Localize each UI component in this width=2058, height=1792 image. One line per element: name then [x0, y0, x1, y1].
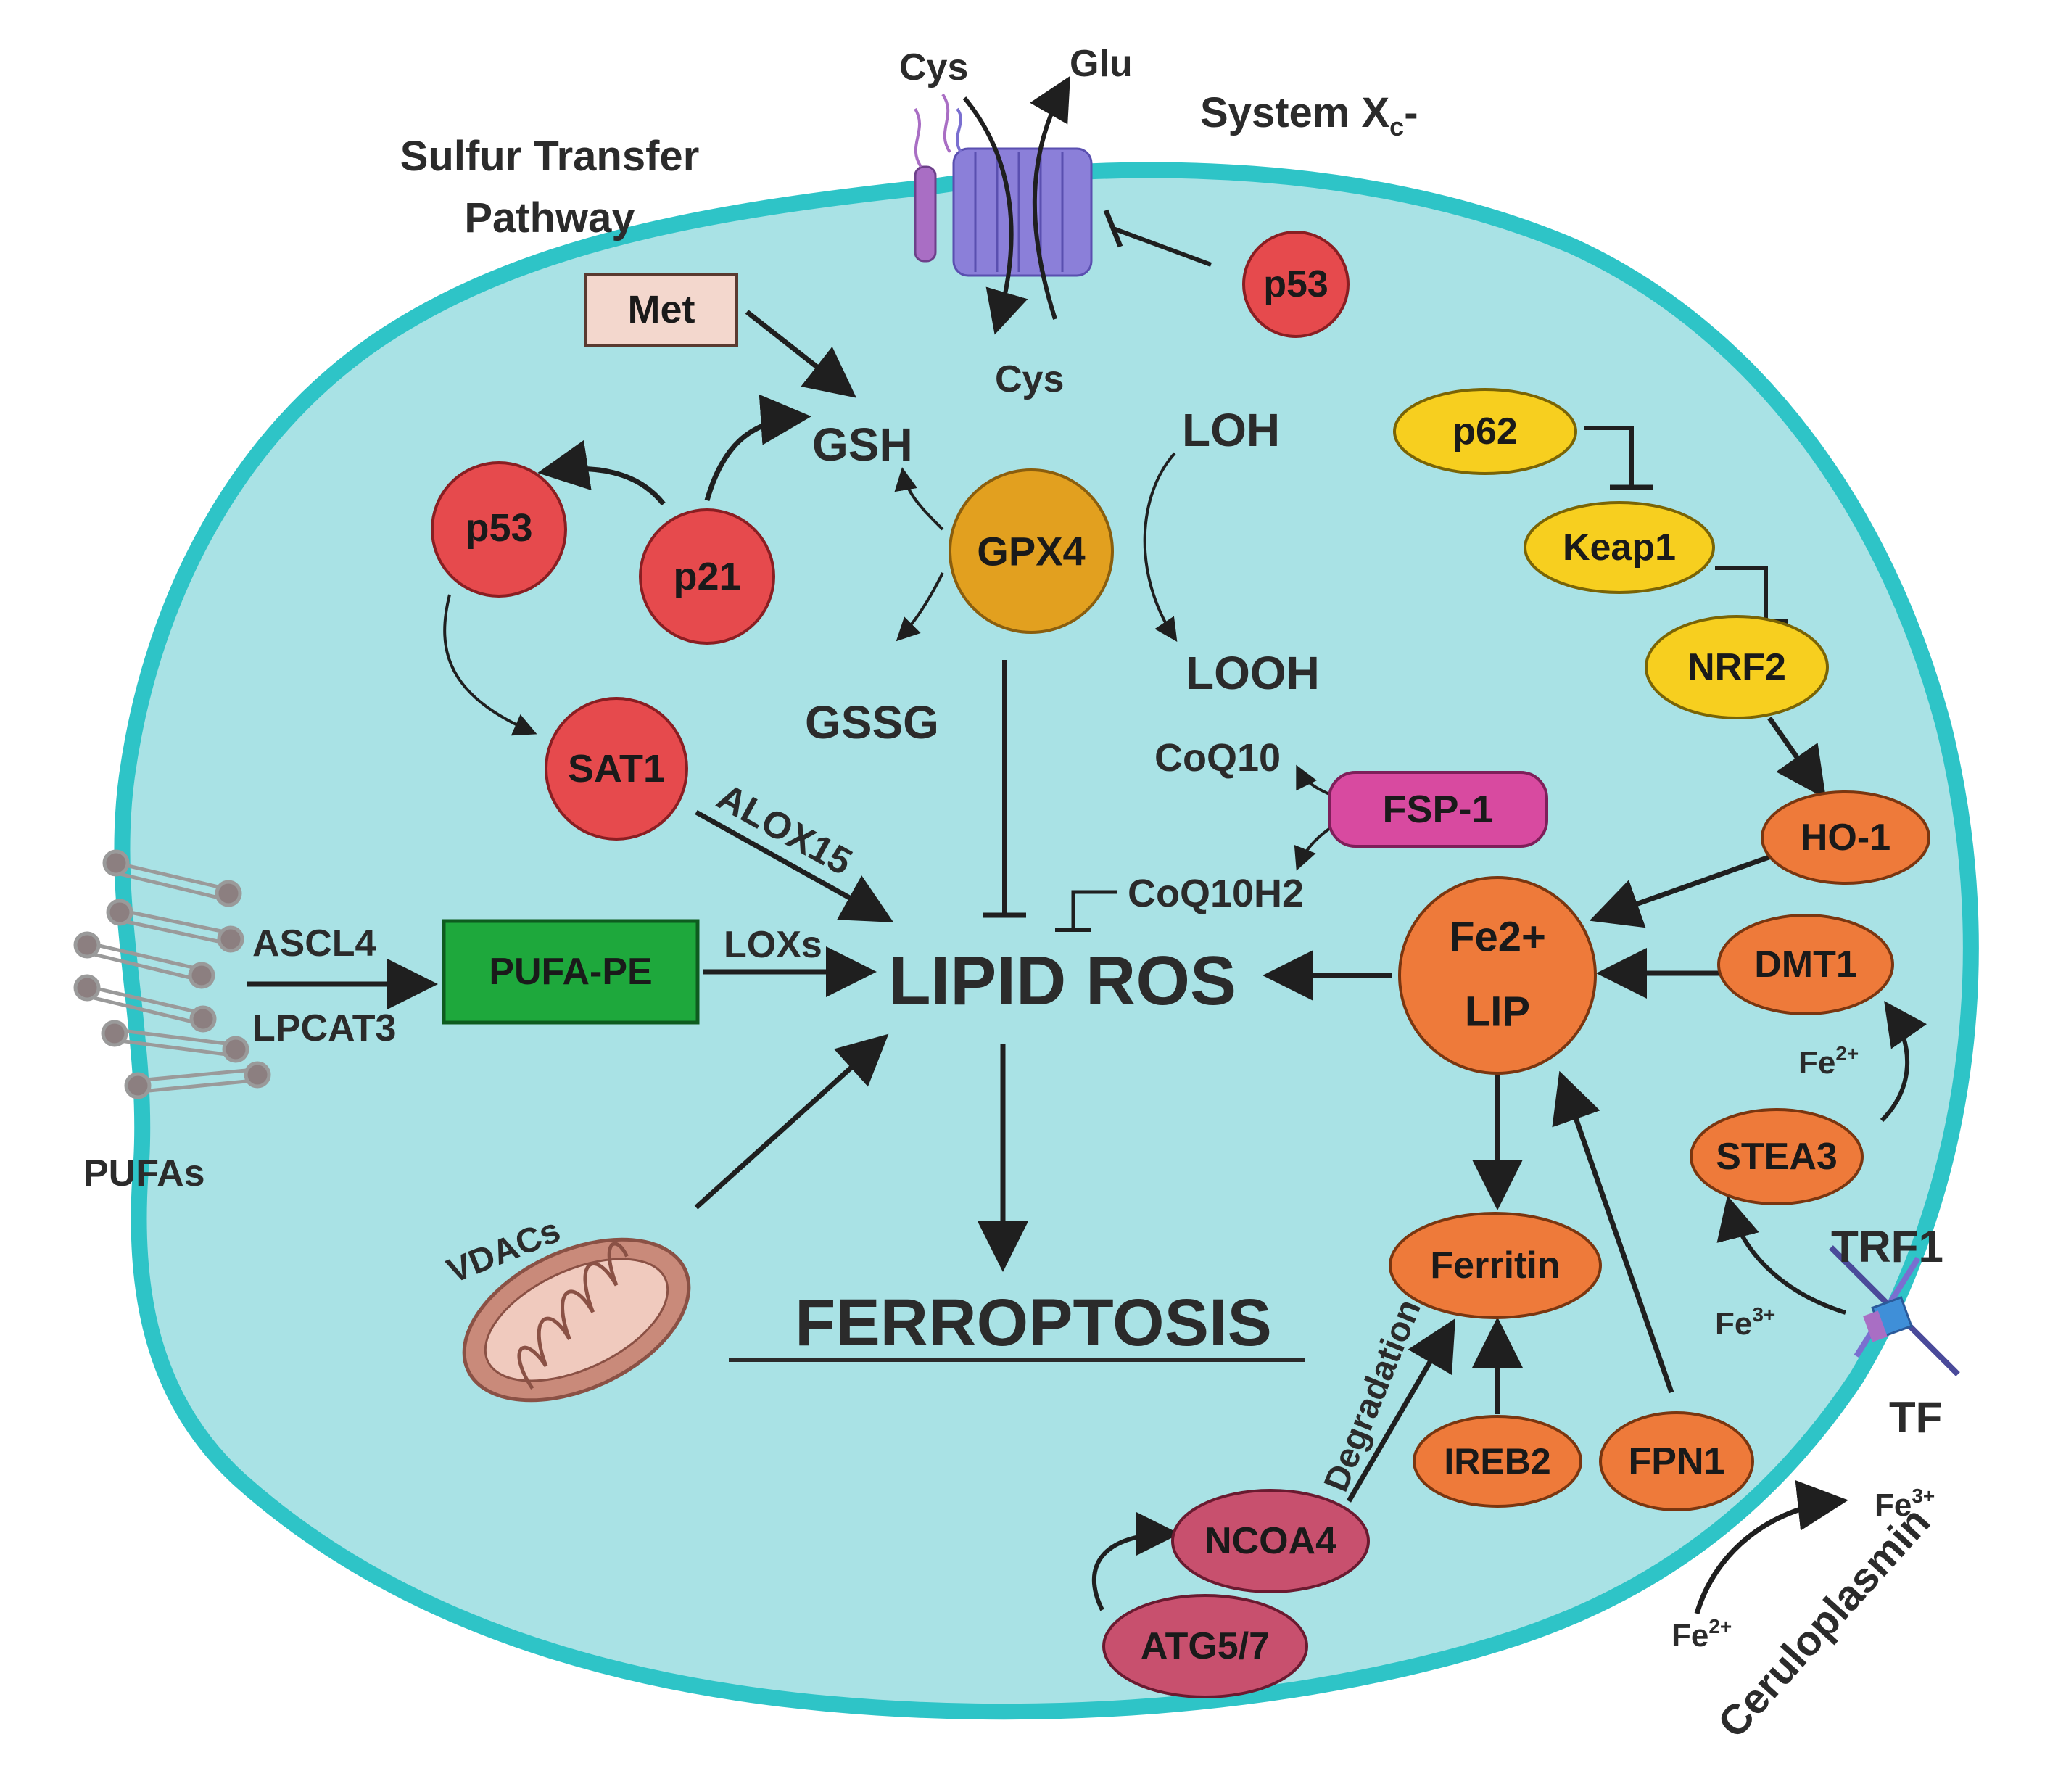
label-sulfur-line1: Sulfur Transfer [400, 133, 700, 180]
label-cys-top: Cys [899, 46, 968, 88]
node-ncoa4: NCOA4 [1171, 1489, 1370, 1593]
label-coq10h2: CoQ10H2 [1128, 872, 1304, 915]
svg-text:IREB2: IREB2 [1444, 1441, 1550, 1482]
node-ho1: HO-1 [1761, 790, 1930, 885]
svg-text:FSP-1: FSP-1 [1382, 788, 1493, 831]
pufa-pe-box [442, 919, 700, 1025]
svg-text:p53: p53 [465, 506, 532, 550]
svg-text:DMT1: DMT1 [1754, 944, 1857, 986]
svg-text:p21: p21 [673, 555, 740, 598]
met-box [584, 273, 738, 347]
glu-export-arrow [1030, 75, 1070, 320]
label-lpcat3: LPCAT3 [252, 1007, 396, 1049]
node-sat1: SAT1 [545, 697, 688, 841]
pufa-lipids [73, 849, 271, 1099]
node-gpx4: GPX4 [949, 468, 1114, 634]
svg-text:LIP: LIP [1465, 988, 1530, 1036]
met-label: Met [628, 288, 695, 331]
label-system-xc: System Xc- [1200, 89, 1418, 141]
svg-text:GPX4: GPX4 [977, 529, 1085, 574]
label-trf1: TRF1 [1831, 1222, 1943, 1272]
label-ferroptosis: FERROPTOSIS [795, 1286, 1272, 1360]
label-fe2-stea: Fe2+ [1798, 1042, 1859, 1081]
cys-import-arrow [962, 96, 1028, 335]
node-fsp1: FSP-1 [1328, 771, 1548, 848]
label-ceruloplasmin: Ceruloplasmin [1708, 1498, 1939, 1747]
label-cys-bottom: Cys [995, 358, 1064, 400]
mitochondrion [462, 1237, 691, 1403]
node-ferritin: Ferritin [1389, 1212, 1602, 1319]
node-p62: p62 [1393, 388, 1577, 475]
label-tf: TF [1889, 1393, 1942, 1442]
svg-text:ATG5/7: ATG5/7 [1141, 1625, 1270, 1667]
node-dmt1: DMT1 [1717, 914, 1894, 1015]
label-gssg: GSSG [805, 696, 939, 748]
system-xc-transporter [914, 93, 1093, 277]
label-lipid-ros: LIPID ROS [888, 942, 1236, 1020]
label-fe3-trf: Fe3+ [1715, 1303, 1775, 1342]
node-atg57: ATG5/7 [1102, 1594, 1308, 1698]
svg-text:p53: p53 [1263, 263, 1328, 305]
node-stea3: STEA3 [1690, 1108, 1864, 1205]
label-fe2-cerulo: Fe2+ [1671, 1615, 1732, 1653]
svg-text:SAT1: SAT1 [568, 747, 665, 790]
label-fe3-cerulo: Fe3+ [1875, 1485, 1935, 1523]
svg-text:p62: p62 [1452, 410, 1518, 453]
svg-text:FPN1: FPN1 [1629, 1440, 1725, 1482]
label-loxs: LOXs [724, 924, 822, 966]
svg-text:Fe2+: Fe2+ [1449, 914, 1546, 961]
svg-text:Keap1: Keap1 [1563, 527, 1676, 569]
trf1-receptor [1829, 1245, 1960, 1376]
svg-text:STEA3: STEA3 [1716, 1136, 1838, 1178]
svg-text:HO-1: HO-1 [1801, 817, 1890, 859]
label-loh: LOH [1182, 404, 1280, 456]
pufa-pe-label: PUFA-PE [489, 951, 652, 993]
svg-text:NRF2: NRF2 [1687, 646, 1786, 688]
label-glu: Glu [1070, 43, 1133, 85]
node-fpn1: FPN1 [1599, 1411, 1754, 1511]
node-ireb2: IREB2 [1413, 1415, 1582, 1508]
node-nrf2: NRF2 [1645, 615, 1829, 719]
node-fe2-lip: Fe2+ LIP [1398, 876, 1597, 1075]
label-gsh: GSH [812, 418, 913, 471]
label-looh: LOOH [1186, 647, 1320, 699]
node-p53-left: p53 [431, 461, 567, 598]
node-keap1: Keap1 [1524, 501, 1715, 594]
label-ascl4: ASCL4 [252, 922, 376, 965]
node-p21: p21 [639, 508, 775, 645]
label-sulfur-line2: Pathway [464, 194, 635, 241]
node-p53-top: p53 [1242, 231, 1350, 338]
label-coq10: CoQ10 [1154, 736, 1281, 780]
svg-text:NCOA4: NCOA4 [1204, 1520, 1336, 1562]
label-pufas: PUFAs [83, 1152, 205, 1194]
svg-text:Ferritin: Ferritin [1430, 1244, 1560, 1287]
